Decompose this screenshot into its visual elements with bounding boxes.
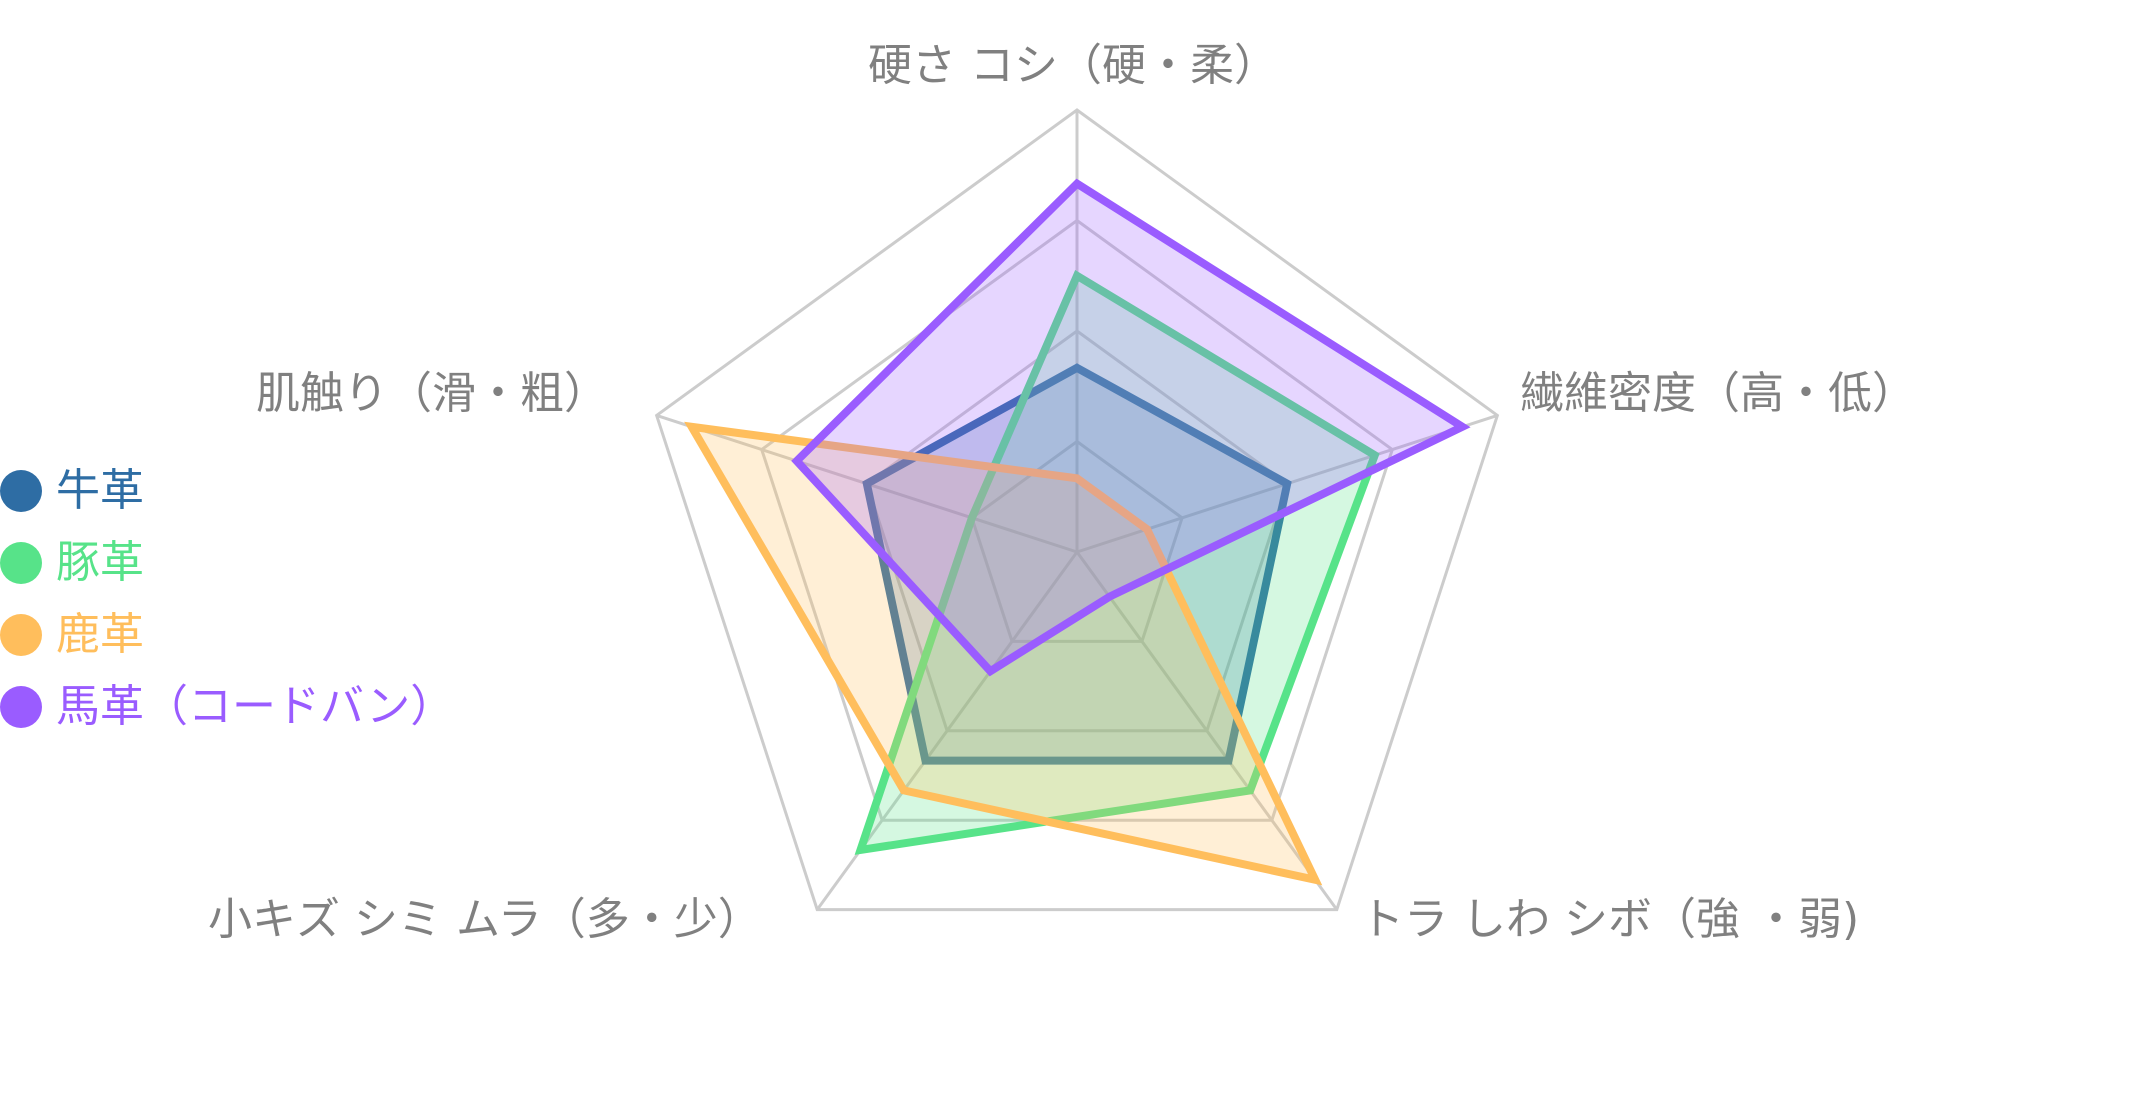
grid-ring (970, 439, 1184, 643)
legend-dot-icon (0, 470, 42, 512)
grid-spoke (1075, 551, 1339, 911)
legend-label: 牛革 (56, 465, 144, 516)
legend-label: 鹿革 (56, 609, 144, 660)
legend-dot-icon (0, 614, 42, 656)
axis-label-wrinkles: トラ しわ シボ（強 ・弱) (1360, 894, 1860, 945)
series-polygon[interactable] (791, 178, 1471, 677)
legend: 牛革 豚革 鹿革 馬革（コードバン） (0, 455, 454, 743)
series-polygon[interactable] (684, 421, 1323, 886)
axis-label-fiber-density: 繊維密度（高・低） (1520, 368, 1916, 419)
legend-dot-icon (0, 542, 42, 584)
radar-series (684, 178, 1471, 886)
legend-dot-icon (0, 686, 42, 728)
legend-label: 馬革（コードバン） (56, 681, 455, 732)
axis-label-texture: 肌触り（滑・粗） (256, 368, 608, 419)
legend-item-pigskin[interactable]: 豚革 (0, 527, 454, 599)
legend-item-deerskin[interactable]: 鹿革 (0, 599, 454, 671)
axis-label-hardness: 硬さ コシ（硬・柔） (868, 40, 1278, 91)
grid-ring (654, 108, 1500, 912)
legend-label: 豚革 (56, 537, 144, 588)
legend-item-cowhide[interactable]: 牛革 (0, 455, 454, 527)
legend-item-horsehide-cordovan[interactable]: 馬革（コードバン） (0, 671, 454, 743)
axis-label-blemishes: 小キズ シミ ムラ（多・少） (208, 894, 762, 945)
